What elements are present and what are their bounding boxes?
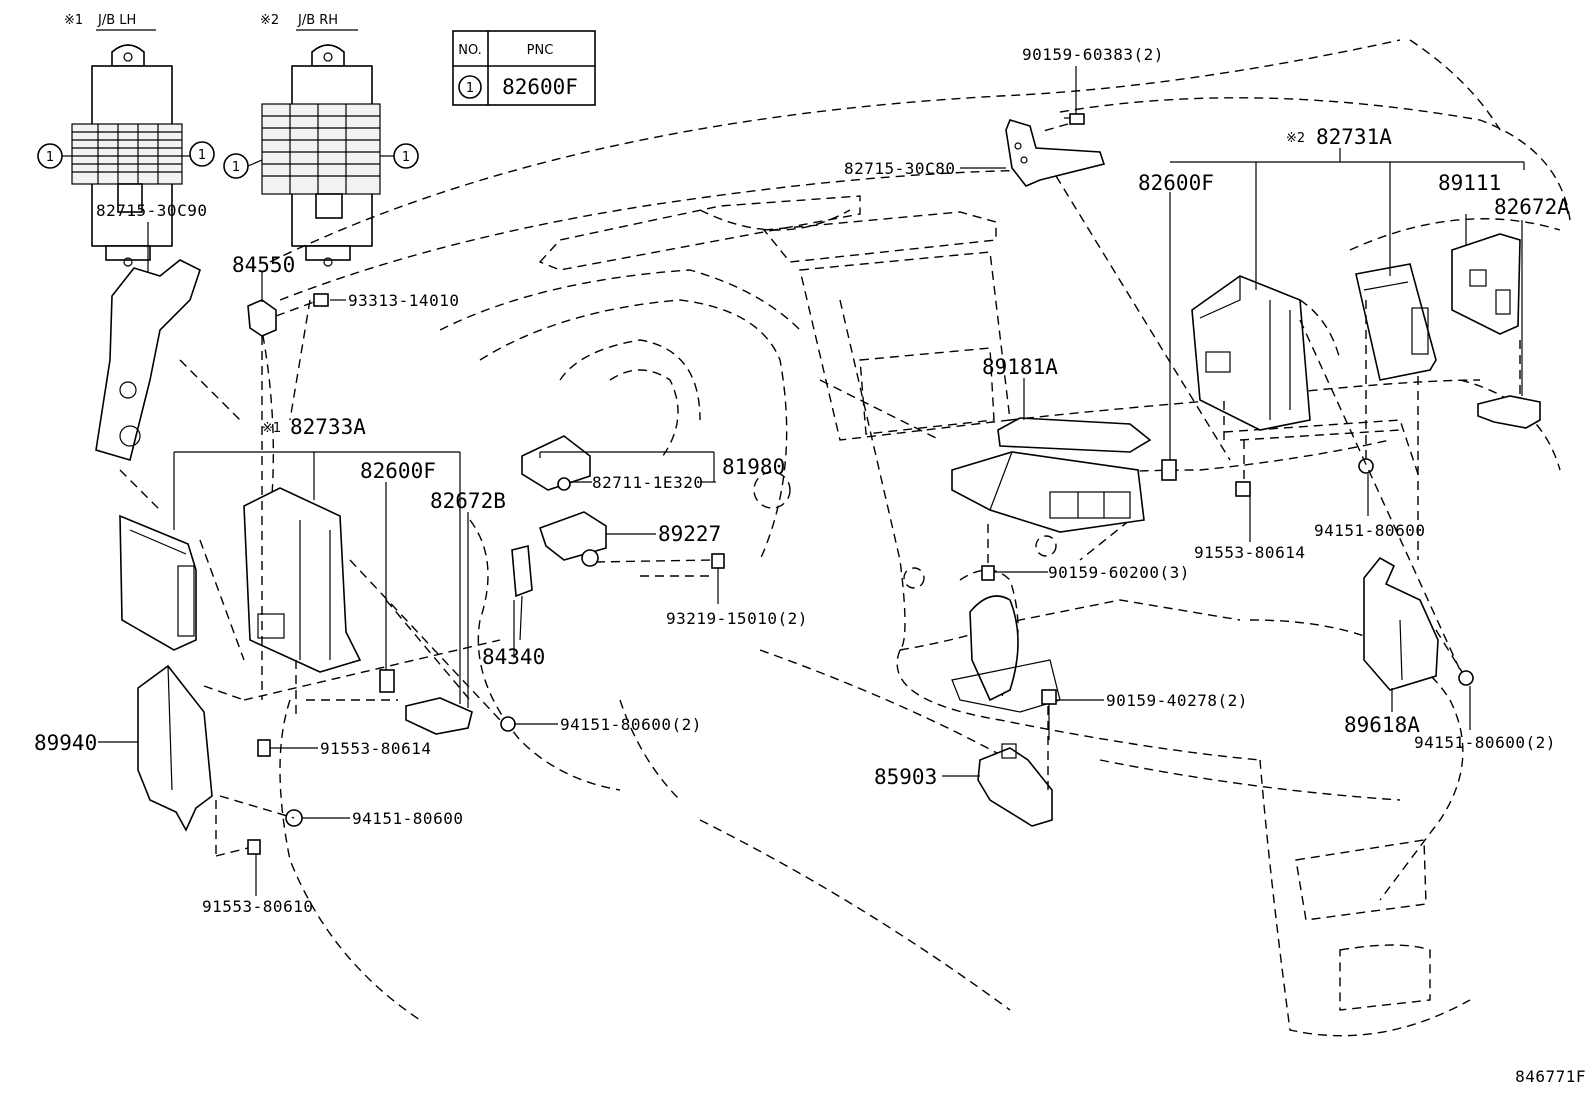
part-relay-82711-1E320 bbox=[521, 435, 591, 491]
jb-rh-mark: ※2 bbox=[260, 13, 279, 28]
label-82733A: 82733A bbox=[290, 415, 366, 439]
label-82733A-mark: ※1 bbox=[262, 421, 281, 436]
label-84340: 84340 bbox=[482, 645, 545, 669]
part-ecu-82733A bbox=[243, 487, 362, 673]
label-94151-80600-left: 94151-80600 bbox=[352, 809, 463, 828]
label-94151-80600-2-left: 94151-80600(2) bbox=[560, 715, 702, 734]
label-94151-80600-2-right: 94151-80600(2) bbox=[1414, 733, 1556, 752]
label-89940: 89940 bbox=[34, 731, 97, 755]
leader-lines bbox=[98, 66, 1525, 896]
label-91553-80614-right: 91553-80614 bbox=[1194, 543, 1305, 562]
part-board-82731A bbox=[1355, 263, 1437, 381]
part-82672A bbox=[1477, 395, 1541, 429]
label-89111: 89111 bbox=[1438, 171, 1501, 195]
label-93313-14010: 93313-14010 bbox=[348, 291, 459, 310]
label-82600F-right: 82600F bbox=[1138, 171, 1214, 195]
jb-lh-mark: ※1 bbox=[64, 13, 83, 28]
part-bolt-91553-80614-left bbox=[257, 739, 271, 757]
part-bolt-90159-60200 bbox=[981, 565, 995, 581]
callout-lh-right: 1 bbox=[198, 148, 206, 163]
label-90159-60383: 90159-60383(2) bbox=[1022, 45, 1164, 64]
part-89111 bbox=[1451, 233, 1521, 335]
part-bracket-82715-30C90 bbox=[95, 259, 201, 462]
part-89227 bbox=[538, 511, 607, 567]
table-row-no: 1 bbox=[466, 81, 474, 96]
callout-lh-left: 1 bbox=[46, 150, 54, 165]
part-bolt-91553-80614-right bbox=[1235, 481, 1251, 497]
label-89618A: 89618A bbox=[1344, 713, 1420, 737]
part-bolt-90159-40278 bbox=[1041, 689, 1057, 740]
part-clip-94151-80600-2-right bbox=[1458, 670, 1474, 686]
jb-rh-label: J/B RH bbox=[297, 13, 338, 28]
part-89618A bbox=[1363, 556, 1439, 691]
part-clip-94151-80600-right bbox=[1358, 458, 1374, 474]
part-clip-94151-80600-2-left bbox=[500, 716, 516, 732]
part-82672B bbox=[405, 697, 473, 735]
label-85903: 85903 bbox=[874, 765, 937, 789]
part-bolt-90159-60383 bbox=[1064, 113, 1085, 125]
part-85903 bbox=[977, 743, 1053, 827]
label-90159-40278: 90159-40278(2) bbox=[1106, 691, 1248, 710]
callout-rh-right: 1 bbox=[402, 150, 410, 165]
label-90159-60200: 90159-60200(3) bbox=[1048, 563, 1190, 582]
part-89940 bbox=[137, 664, 213, 832]
part-ecu-82731A bbox=[1191, 275, 1311, 431]
label-82711-1E320: 82711-1E320 bbox=[592, 473, 703, 492]
junction-box-rh: ※2 J/B RH 1 1 bbox=[223, 13, 419, 267]
label-81980: 81980 bbox=[722, 455, 785, 479]
label-82731A-mark: ※2 bbox=[1286, 131, 1305, 146]
part-82600F-left bbox=[379, 669, 395, 693]
label-89227: 89227 bbox=[658, 522, 721, 546]
label-84550: 84550 bbox=[232, 253, 295, 277]
label-82715-30C90: 82715-30C90 bbox=[96, 201, 207, 220]
label-82672A: 82672A bbox=[1494, 195, 1570, 219]
part-bolt-93219-15010 bbox=[711, 553, 725, 569]
diagram-reference-number: 846771F bbox=[1515, 1067, 1586, 1086]
label-82672B: 82672B bbox=[430, 489, 506, 513]
label-89181A: 89181A bbox=[982, 355, 1058, 379]
part-ecu-89181A bbox=[951, 417, 1152, 533]
callout-rh-left: 1 bbox=[232, 160, 240, 175]
part-labels: 90159-60383(2) 82715-30C80 ※2 82731A 826… bbox=[34, 45, 1586, 1086]
assembly-lines bbox=[119, 123, 1521, 857]
part-bolt-91553-80610 bbox=[247, 839, 261, 855]
label-93219-15010: 93219-15010(2) bbox=[666, 609, 808, 628]
label-82600F-left: 82600F bbox=[360, 459, 436, 483]
table-row-pnc: 82600F bbox=[502, 75, 578, 99]
label-94151-80600-right: 94151-80600 bbox=[1314, 521, 1425, 540]
part-bracket-82715-30C80 bbox=[1005, 119, 1106, 187]
label-91553-80610: 91553-80610 bbox=[202, 897, 313, 916]
table-header-no: NO. bbox=[458, 43, 482, 58]
junction-box-lh: ※1 J/B LH 1 1 bbox=[37, 13, 215, 267]
part-board-82733A bbox=[119, 514, 197, 651]
label-82715-30C80: 82715-30C80 bbox=[844, 159, 955, 178]
label-91553-80614-left: 91553-80614 bbox=[320, 739, 431, 758]
part-82600F-right bbox=[1161, 459, 1177, 481]
part-84550 bbox=[247, 299, 277, 337]
part-shifter bbox=[951, 595, 1061, 713]
pnc-table: NO. PNC 1 82600F bbox=[452, 30, 596, 106]
part-84340 bbox=[511, 544, 533, 641]
label-82731A: 82731A bbox=[1316, 125, 1392, 149]
part-bolt-93313-14010 bbox=[313, 293, 329, 307]
jb-lh-label: J/B LH bbox=[97, 13, 136, 28]
table-header-pnc: PNC bbox=[527, 43, 554, 58]
